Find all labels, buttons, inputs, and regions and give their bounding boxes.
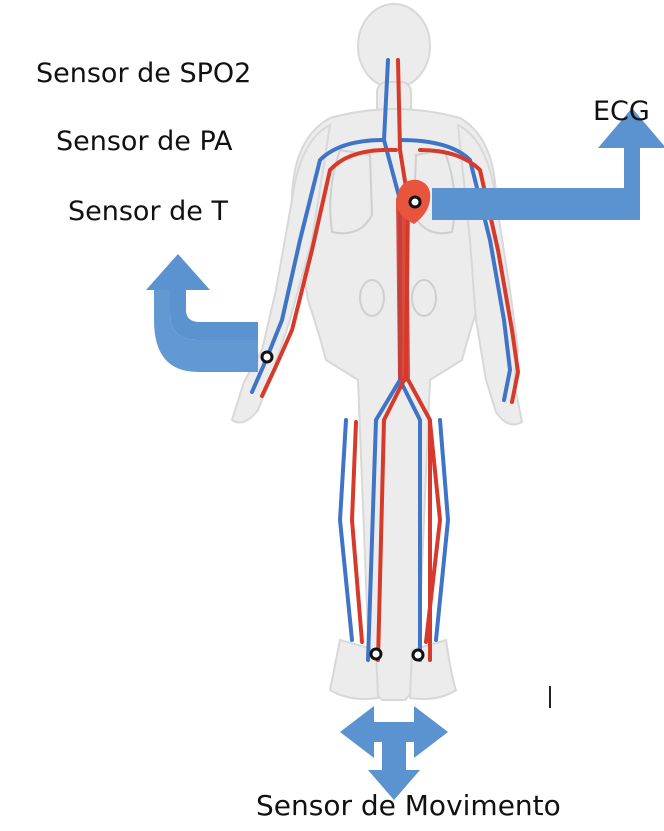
label-sensor-movimento: Sensor de Movimento [256,792,561,820]
label-sensor-t: Sensor de T [68,198,228,225]
label-sensor-spo2: Sensor de SPO2 [36,60,251,87]
sensor-right-ankle-marker [413,650,423,660]
sensor-wrist-marker [262,352,272,362]
arrow-wrist [146,254,258,372]
sensor-ecg-marker [410,197,420,207]
label-sensor-pa: Sensor de PA [56,128,233,155]
sensor-left-ankle-marker [371,649,381,659]
arrow-movement [340,706,448,800]
label-ecg: ECG [593,98,650,125]
human-body-icon [232,4,522,700]
text-cursor [549,686,551,708]
